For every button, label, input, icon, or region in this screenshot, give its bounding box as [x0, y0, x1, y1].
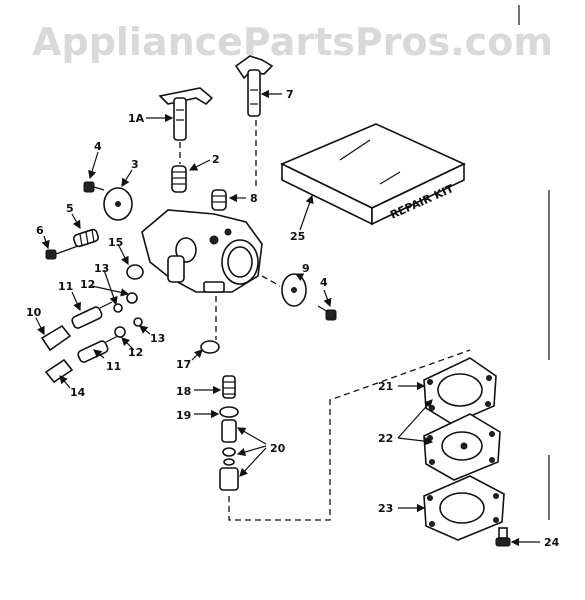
callout-15: 15 [108, 236, 123, 249]
spring-part-5 [72, 228, 100, 248]
callout-8: 8 [250, 192, 258, 205]
callout-23: 23 [378, 502, 393, 515]
throttle-shaft-part-1A [158, 87, 214, 141]
carburetor-body [141, 209, 263, 293]
callout-2: 2 [212, 153, 220, 166]
callout-4-right: 4 [320, 276, 328, 289]
callout-9: 9 [302, 262, 310, 275]
callout-24: 24 [544, 536, 560, 549]
callout-6: 6 [36, 224, 44, 237]
callout-17: 17 [176, 358, 191, 371]
gasket-part-21 [423, 357, 497, 425]
spring-part-8 [211, 189, 227, 211]
callout-10: 10 [26, 306, 42, 319]
callout-20: 20 [270, 442, 286, 455]
callout-11-upper: 11 [58, 280, 73, 293]
callout-21: 21 [378, 380, 393, 393]
callout-25: 25 [290, 230, 305, 243]
repair-kit-box-part-25: REPAIR KIT [280, 123, 466, 226]
pump-cover-part-23 [423, 475, 505, 541]
choke-shaft-part-7 [234, 55, 274, 117]
screw-part-24 [495, 527, 511, 547]
watermark-text: AppliancePartsPros.com [32, 20, 553, 64]
callout-5: 5 [66, 202, 74, 215]
callout-13-lower: 13 [150, 332, 165, 345]
callout-12-upper: 12 [80, 278, 95, 291]
leader-lines [35, 89, 540, 547]
callout-13-upper: 13 [94, 262, 109, 275]
idle-screw-part-6 [45, 245, 79, 260]
plate-part-9 [281, 273, 307, 307]
o-ring-part-12-upper [126, 292, 138, 304]
callout-18: 18 [176, 385, 191, 398]
screw-part-4-left [83, 181, 105, 193]
callout-1A: 1A [128, 112, 145, 125]
spring-part-18 [222, 375, 236, 399]
callout-3: 3 [131, 158, 139, 171]
screw-part-4-right [317, 305, 337, 321]
callout-7: 7 [286, 88, 294, 101]
needle-part-14 [44, 335, 119, 384]
callout-11-lower: 11 [106, 360, 121, 373]
washer-part-19 [219, 406, 239, 418]
plug-part-17 [200, 340, 220, 354]
callout-14: 14 [70, 386, 86, 399]
o-ring-part-12-lower [114, 326, 126, 338]
washer-part-13-lower [133, 317, 143, 327]
callout-12-lower: 12 [128, 346, 143, 359]
needle-part-10 [40, 301, 113, 352]
welch-plug-part-15 [126, 264, 144, 280]
assembly-line [261, 275, 281, 287]
callout-19: 19 [176, 409, 191, 422]
plate-screw-hole [115, 201, 121, 207]
callout-4-left: 4 [94, 140, 102, 153]
assembly-line [228, 349, 471, 521]
washer-part-13-upper [113, 303, 123, 313]
fuel-valve-part-20 [219, 419, 239, 491]
callout-22: 22 [378, 432, 393, 445]
spring-part-2 [171, 165, 187, 193]
diaphragm-part-22 [423, 413, 501, 481]
